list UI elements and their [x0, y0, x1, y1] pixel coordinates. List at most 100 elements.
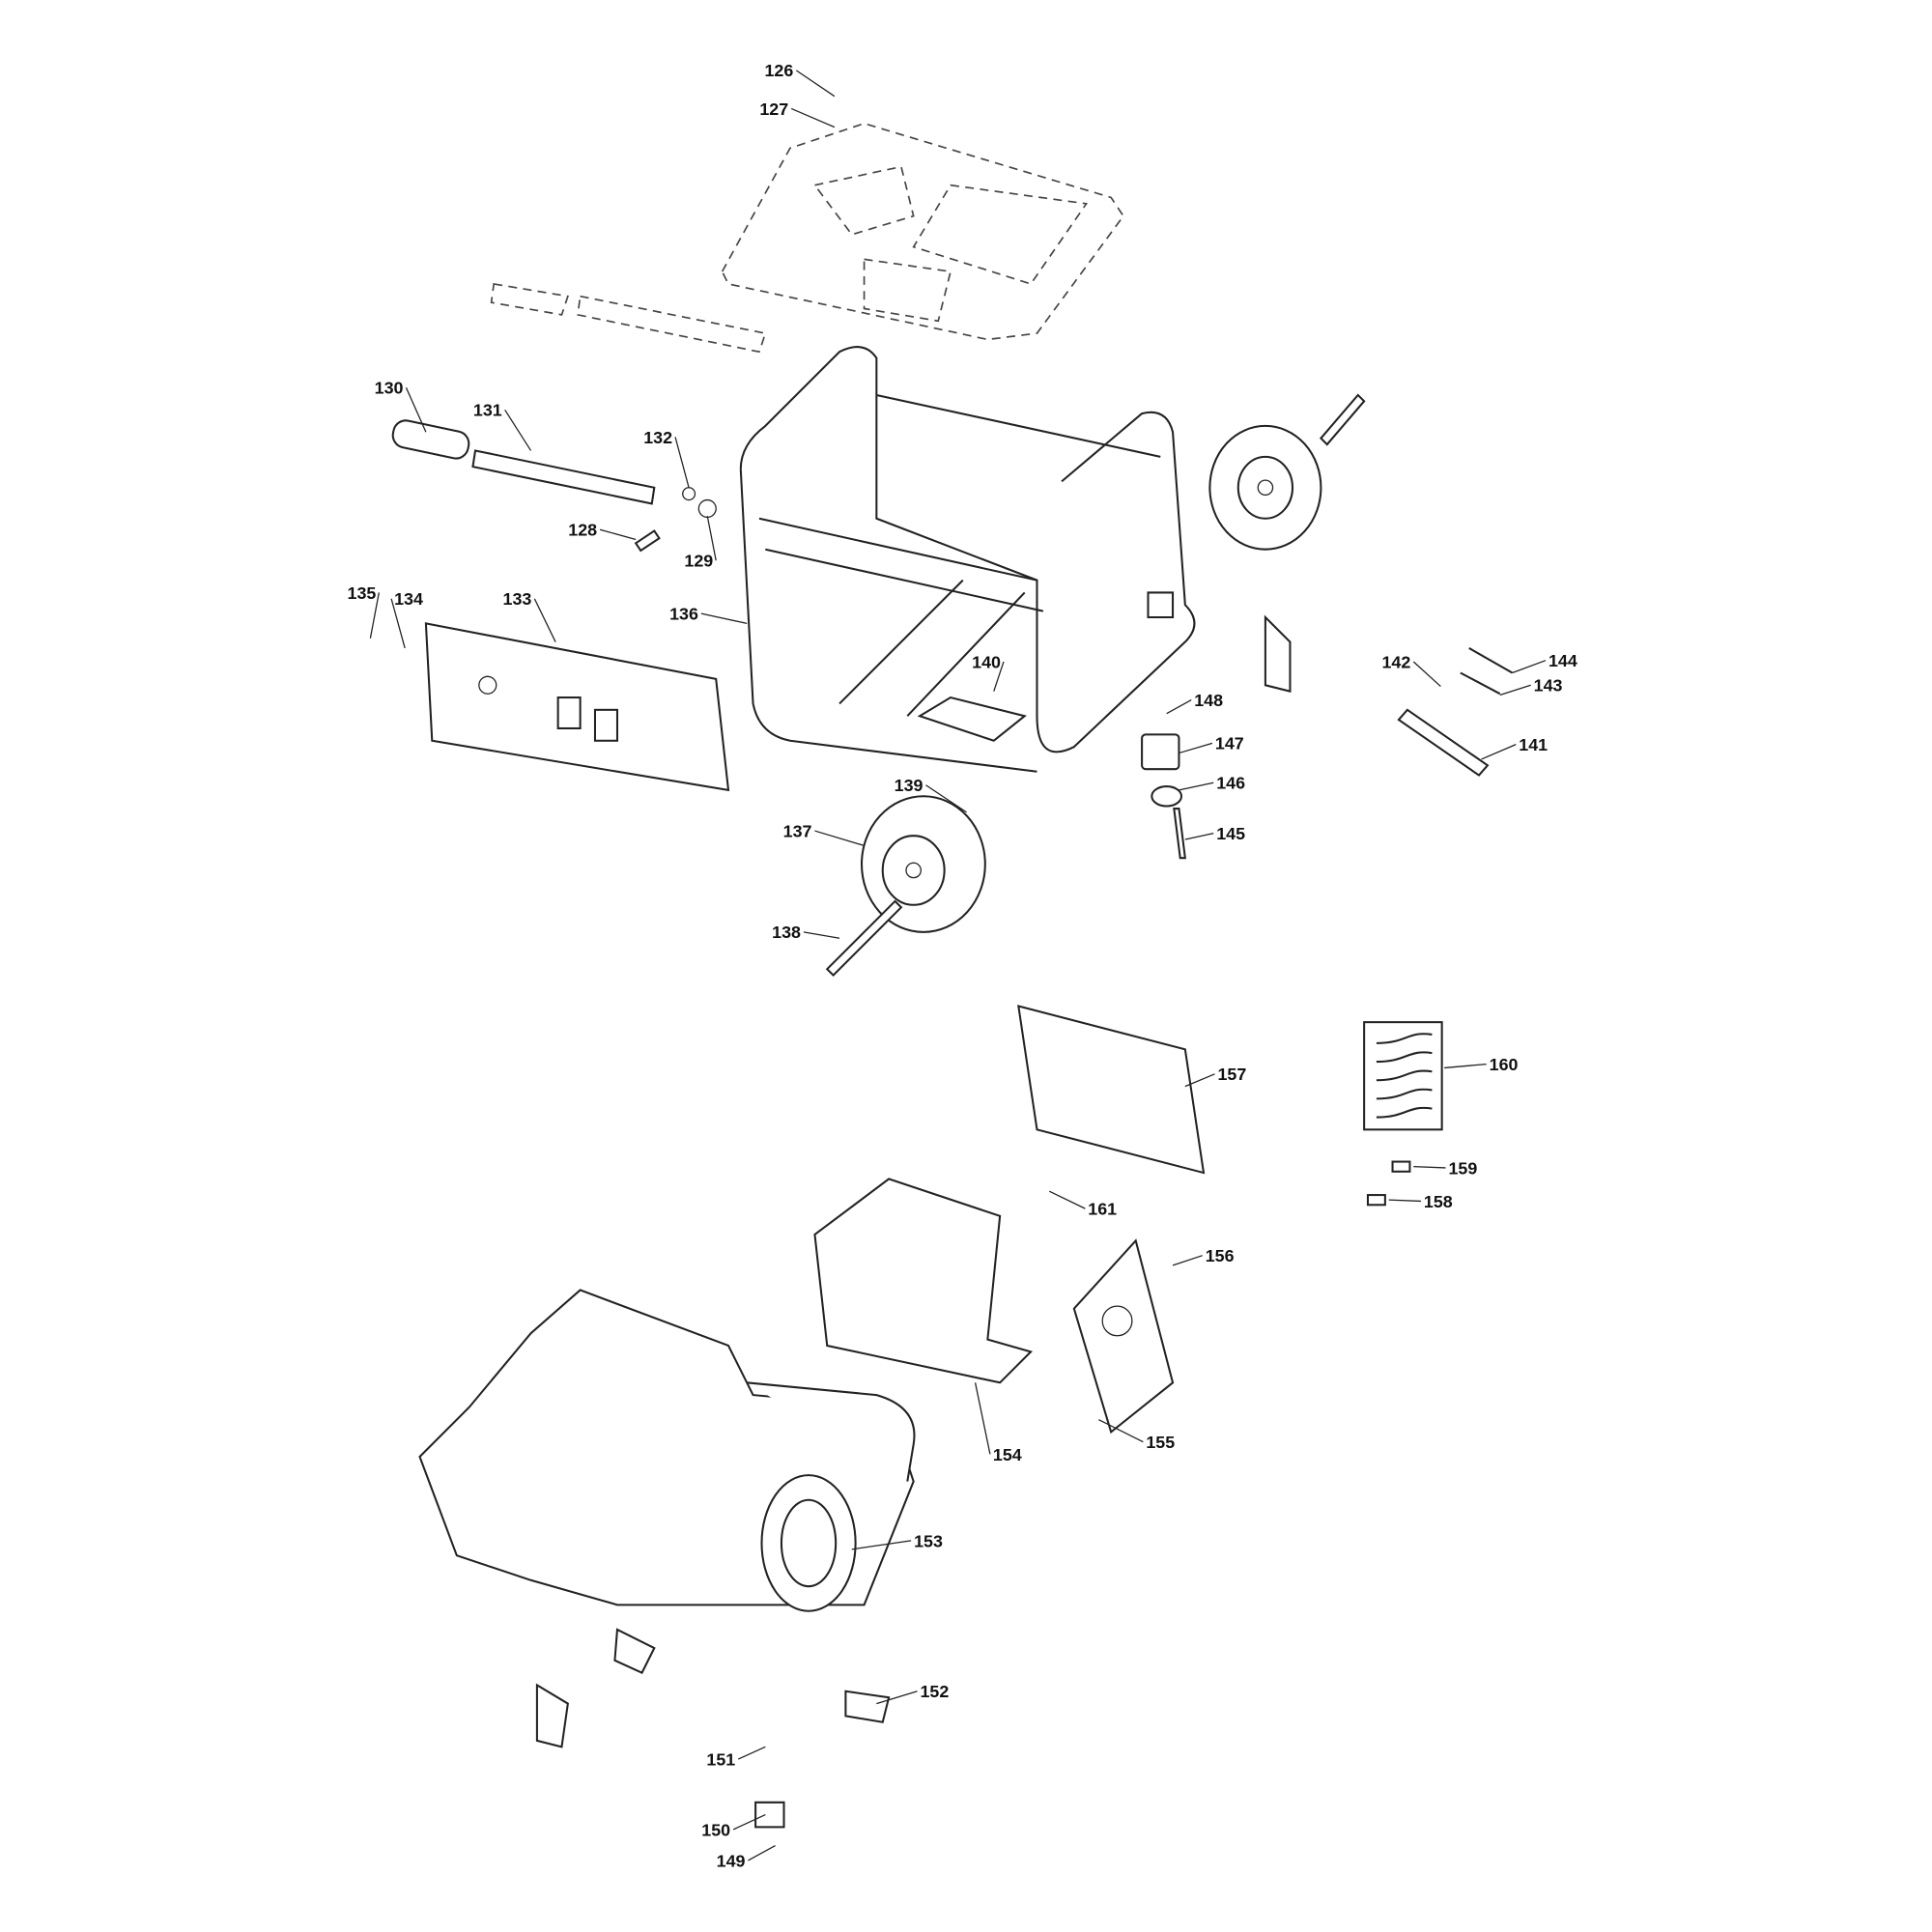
leader-line	[1179, 781, 1214, 791]
callout-number: 141	[1519, 735, 1548, 754]
callout-number: 148	[1194, 691, 1223, 710]
callout-149: 149	[717, 1844, 776, 1870]
callout-143: 143	[1499, 676, 1563, 696]
callout-number: 154	[993, 1445, 1022, 1464]
callout-number: 126	[764, 61, 793, 80]
leader-line	[1166, 699, 1192, 715]
fuel-tank-cover	[490, 122, 1124, 354]
leader-line	[504, 409, 532, 451]
callout-144: 144	[1512, 651, 1577, 674]
callout-number: 127	[759, 99, 788, 119]
callout-131: 131	[473, 401, 532, 451]
leader-line	[790, 107, 836, 128]
frame	[739, 346, 1196, 773]
leader-line	[1444, 1063, 1487, 1069]
callout-number: 156	[1206, 1246, 1235, 1265]
leader-line	[748, 1844, 776, 1861]
callout-147: 147	[1179, 734, 1244, 754]
leader-line	[674, 437, 690, 488]
leader-line	[876, 1690, 918, 1705]
callout-148: 148	[1166, 691, 1223, 715]
callout-number: 131	[473, 401, 502, 420]
callout-153: 153	[851, 1531, 943, 1550]
wheel-right	[1208, 393, 1366, 551]
callout-160: 160	[1444, 1055, 1519, 1074]
callout-number: 135	[348, 583, 377, 603]
callout-127: 127	[759, 99, 836, 128]
leader-line	[803, 931, 840, 939]
wheel-left	[825, 795, 986, 978]
callout-number: 130	[375, 379, 404, 398]
leader-line	[1184, 1073, 1215, 1088]
leader-line	[814, 830, 865, 847]
callout-133: 133	[503, 589, 556, 642]
callout-number: 151	[706, 1749, 735, 1769]
callout-number: 144	[1548, 651, 1577, 670]
callout-146: 146	[1179, 774, 1245, 793]
callout-number: 133	[503, 589, 532, 609]
leader-line	[369, 592, 380, 639]
callout-132: 132	[643, 428, 690, 488]
callout-labels: 1261271281291301311321331341351361371381…	[348, 61, 1577, 1870]
callout-number: 153	[914, 1531, 943, 1550]
control-panel	[424, 622, 730, 792]
callout-151: 151	[706, 1746, 766, 1769]
leader-line	[1413, 1166, 1446, 1169]
callout-number: 147	[1215, 734, 1244, 753]
callout-number: 143	[1534, 676, 1563, 696]
callout-number: 136	[669, 605, 698, 624]
callout-141: 141	[1481, 735, 1548, 760]
callout-number: 129	[684, 552, 713, 571]
callout-126: 126	[764, 61, 836, 98]
callout-150: 150	[701, 1814, 766, 1839]
callout-152: 152	[876, 1682, 949, 1705]
callout-158: 158	[1388, 1192, 1453, 1211]
leader-line	[1499, 684, 1531, 696]
callout-number: 145	[1216, 824, 1245, 843]
callout-number: 152	[920, 1682, 949, 1701]
callout-130: 130	[375, 379, 427, 433]
leader-line	[599, 528, 637, 541]
leader-line	[405, 387, 427, 433]
callout-145: 145	[1184, 824, 1245, 843]
callout-140: 140	[972, 652, 1005, 692]
callout-157: 157	[1184, 1065, 1246, 1088]
leader-line	[1481, 744, 1517, 760]
leader-line	[1098, 1419, 1144, 1443]
leader-line	[1388, 1199, 1421, 1203]
leader-line	[1184, 832, 1214, 840]
leader-line	[851, 1540, 912, 1550]
leader-line	[1048, 1190, 1086, 1209]
callout-number: 158	[1424, 1192, 1453, 1211]
callout-number: 132	[643, 428, 672, 447]
leader-line	[533, 598, 556, 642]
callout-number: 157	[1217, 1065, 1246, 1084]
leader-line	[700, 612, 748, 624]
leader-line	[1412, 661, 1441, 688]
leader-line	[732, 1814, 766, 1831]
callout-number: 146	[1216, 774, 1245, 793]
callout-139: 139	[895, 776, 967, 813]
callout-number: 140	[972, 652, 1001, 671]
callout-154: 154	[974, 1382, 1022, 1464]
engine-alternator	[418, 1289, 916, 1829]
callout-number: 137	[783, 821, 812, 840]
callout-137: 137	[783, 821, 865, 847]
callout-161: 161	[1048, 1190, 1117, 1219]
callout-number: 155	[1146, 1433, 1175, 1452]
callout-number: 149	[717, 1851, 746, 1870]
callout-129: 129	[684, 516, 717, 571]
leader-line	[706, 516, 717, 561]
callout-number: 150	[701, 1820, 730, 1839]
callout-155: 155	[1098, 1419, 1175, 1452]
leader-line	[993, 661, 1005, 692]
wire-kit-box	[1363, 1021, 1443, 1207]
callout-number: 128	[568, 521, 597, 540]
leader-line	[1179, 742, 1213, 754]
callout-number: 134	[394, 589, 423, 609]
leader-line	[974, 1382, 991, 1455]
callout-number: 139	[895, 776, 923, 795]
leader-line	[737, 1746, 766, 1760]
leader-line	[1172, 1255, 1203, 1266]
callout-number: 160	[1490, 1055, 1519, 1074]
